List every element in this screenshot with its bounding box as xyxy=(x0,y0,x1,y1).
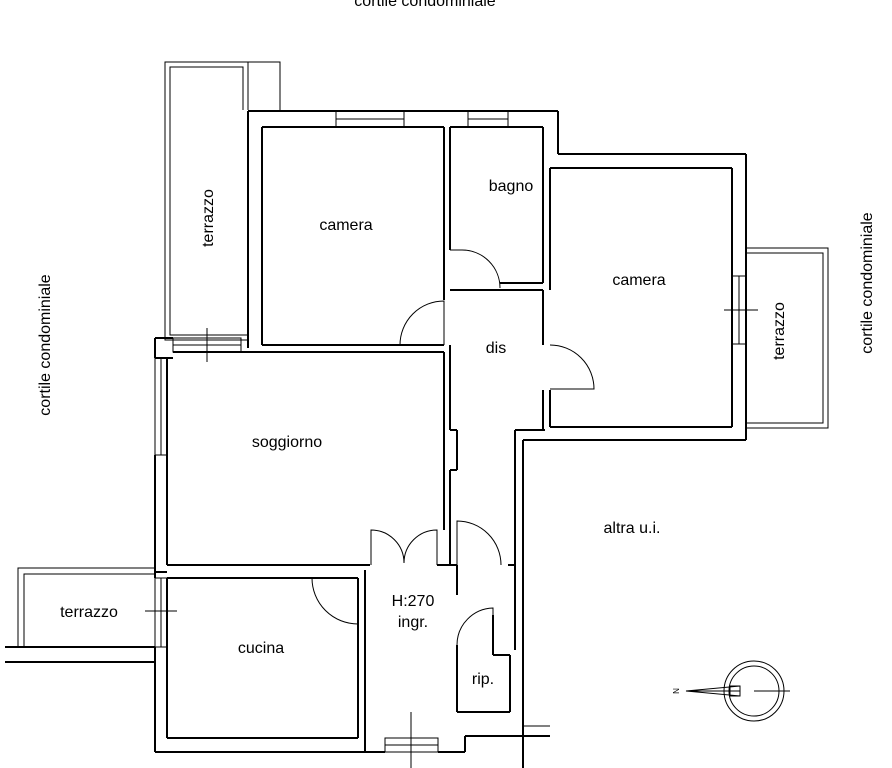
room-label-soggiorno: soggiorno xyxy=(252,434,322,451)
room-label-cucina: cucina xyxy=(238,640,284,657)
terrace-label-right: terrazzo xyxy=(771,302,788,360)
terrace-right xyxy=(745,247,829,429)
terrace-bottom-left xyxy=(17,567,155,647)
room-label-camera-right: camera xyxy=(612,272,665,289)
courtyard-label-left: cortile condominiale xyxy=(37,274,54,416)
neighbor-unit-label: altra u.i. xyxy=(604,520,661,537)
terrace-top-left xyxy=(164,61,281,341)
exterior-walls xyxy=(5,110,747,768)
room-label-dis: dis xyxy=(486,340,506,357)
room-label-bagno: bagno xyxy=(489,178,534,195)
doors xyxy=(311,249,595,646)
north-label: N xyxy=(672,688,681,694)
courtyard-label-right: cortile condominiale xyxy=(859,212,876,354)
courtyard-label-top: cortile condominiale xyxy=(354,0,496,10)
terrace-label-bottom-left: terrazzo xyxy=(60,604,118,621)
room-label-ripostiglio: rip. xyxy=(472,671,494,688)
room-label-camera-left: camera xyxy=(319,217,372,234)
compass-icon: N xyxy=(672,660,790,722)
terrace-label-top-left: terrazzo xyxy=(200,189,217,247)
room-label-ingresso: ingr. xyxy=(398,614,428,631)
ceiling-height-label: H:270 xyxy=(392,593,435,610)
windows xyxy=(145,110,758,768)
